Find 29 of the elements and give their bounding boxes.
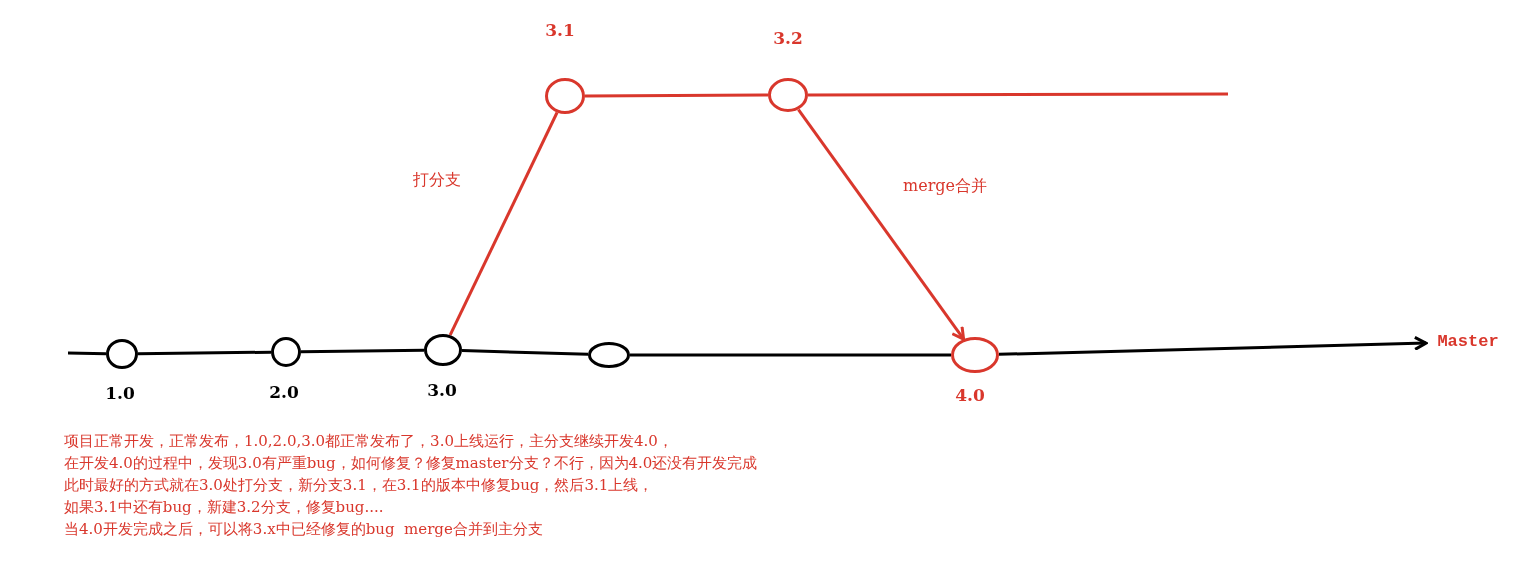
arrow <box>797 108 966 341</box>
version-label: 3.1 <box>545 21 575 39</box>
branch-line <box>67 351 107 356</box>
version-circle <box>951 337 999 373</box>
version-label: 4.0 <box>955 386 985 404</box>
branch-label: Master <box>1426 330 1510 354</box>
version-circle <box>106 339 138 369</box>
version-circle <box>768 78 808 112</box>
branch-line <box>630 353 951 357</box>
version-label: 3.0 <box>427 381 457 399</box>
branch-line <box>448 111 559 336</box>
version-circle <box>545 78 585 114</box>
version-circle <box>424 334 462 366</box>
version-label: 3.2 <box>773 29 803 47</box>
arrow <box>998 335 1428 356</box>
branch-line <box>300 348 425 354</box>
branch-line <box>461 349 589 356</box>
branch-line <box>808 92 1228 97</box>
version-label: 2.0 <box>269 383 299 401</box>
note-text: 在开发4.0的过程中，发现3.0有严重bug，如何修复？修复master分支？不行，因为4.0还没有开发完成 <box>64 453 758 474</box>
note-text: 此时最好的方式就在3.0处打分支，新分支3.1，在3.1的版本中修复bug，然后3.1上线， <box>64 475 655 496</box>
branch-line <box>585 93 768 98</box>
version-label: 1.0 <box>105 384 135 402</box>
branch-line <box>138 350 272 356</box>
note-text: 如果3.1中还有bug，新建3.2分支，修复bug.... <box>64 497 385 518</box>
version-circle <box>271 337 301 367</box>
note-text: 当4.0开发完成之后，可以将3.x中已经修复的bug merge合并到主分支 <box>64 519 544 540</box>
note-text: 项目正常开发，正常发布，1.0,2.0,3.0都正常发布了，3.0上线运行，主分支继续开发4.0， <box>64 431 674 452</box>
version-circle <box>588 342 630 368</box>
